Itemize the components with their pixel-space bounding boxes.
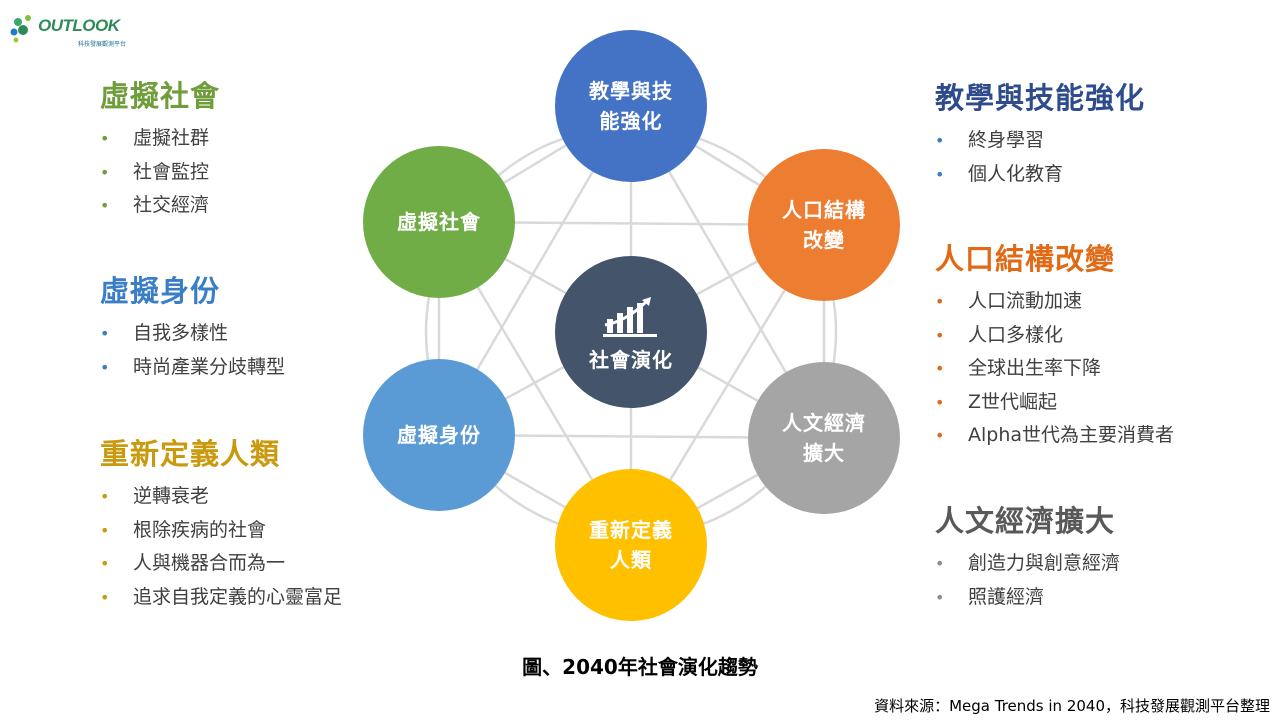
list-item: 照護經濟 bbox=[935, 581, 1120, 615]
section-title: 人文經濟擴大 bbox=[935, 504, 1116, 538]
list-item: 個人化教育 bbox=[935, 158, 1145, 192]
list-item: Alpha世代為主要消費者 bbox=[935, 419, 1174, 453]
list-item: 社會監控 bbox=[100, 156, 220, 190]
node-center-social-evolution: 社會演化 bbox=[555, 256, 707, 408]
list-item: 人口流動加速 bbox=[935, 285, 1174, 319]
section-virtual-identity: 虛擬身份 自我多樣性 時尚產業分歧轉型 bbox=[100, 273, 285, 384]
section-title: 重新定義人類 bbox=[100, 437, 281, 471]
node-humanities-economy: 人文經濟 擴大 bbox=[748, 362, 900, 514]
list-item: 社交經濟 bbox=[100, 189, 220, 223]
section-humanities-economy: 人文經濟擴大 創造力與創意經濟 照護經濟 bbox=[935, 503, 1120, 614]
section-redefine-human: 重新定義人類 逆轉衰老 根除疾病的社會 人與機器合而為一 追求自我定義的心靈富足 bbox=[100, 436, 342, 614]
bullet-list: 創造力與創意經濟 照護經濟 bbox=[935, 547, 1120, 614]
list-item: 人口多樣化 bbox=[935, 319, 1174, 353]
section-virtual-society: 虛擬社會 虛擬社群 社會監控 社交經濟 bbox=[100, 78, 220, 223]
list-item: 全球出生率下降 bbox=[935, 352, 1174, 386]
list-item: 時尚產業分歧轉型 bbox=[100, 351, 285, 385]
section-title: 虛擬身份 bbox=[100, 274, 221, 308]
section-title: 虛擬社會 bbox=[100, 79, 221, 113]
center-label: 社會演化 bbox=[589, 348, 673, 372]
list-item: 根除疾病的社會 bbox=[100, 514, 342, 548]
source-note: 資料來源：Mega Trends in 2040，科技發展觀測平台整理 bbox=[874, 697, 1270, 715]
figure-caption: 圖、2040年社會演化趨勢 bbox=[522, 655, 758, 679]
section-title: 教學與技能強化 bbox=[935, 81, 1146, 115]
list-item: 終身學習 bbox=[935, 124, 1145, 158]
list-item: 虛擬社群 bbox=[100, 122, 220, 156]
node-teaching-skills: 教學與技 能強化 bbox=[555, 30, 707, 182]
bullet-list: 人口流動加速 人口多樣化 全球出生率下降 Z世代崛起 Alpha世代為主要消費者 bbox=[935, 285, 1174, 453]
list-item: 人與機器合而為一 bbox=[100, 547, 342, 581]
node-redefine-human: 重新定義 人類 bbox=[555, 469, 707, 621]
growth-chart-icon bbox=[603, 297, 657, 337]
list-item: 自我多樣性 bbox=[100, 317, 285, 351]
bullet-list: 虛擬社群 社會監控 社交經濟 bbox=[100, 122, 220, 223]
logo-subtitle: 科技發展觀測平台 bbox=[78, 41, 127, 48]
outlook-logo: OUTLOOK 科技發展觀測平台 bbox=[8, 8, 128, 48]
section-teaching-skills: 教學與技能強化 終身學習 個人化教育 bbox=[935, 80, 1145, 191]
bullet-list: 終身學習 個人化教育 bbox=[935, 124, 1145, 191]
section-population-structure: 人口結構改變 人口流動加速 人口多樣化 全球出生率下降 Z世代崛起 Alpha世… bbox=[935, 241, 1174, 453]
bullet-list: 自我多樣性 時尚產業分歧轉型 bbox=[100, 317, 285, 384]
bullet-list: 逆轉衰老 根除疾病的社會 人與機器合而為一 追求自我定義的心靈富足 bbox=[100, 480, 342, 614]
list-item: 追求自我定義的心靈富足 bbox=[100, 581, 342, 615]
node-population-structure: 人口結構 改變 bbox=[748, 149, 900, 301]
list-item: Z世代崛起 bbox=[935, 386, 1174, 420]
node-virtual-identity: 虛擬身份 bbox=[363, 359, 515, 511]
logo-dots-icon bbox=[10, 15, 31, 43]
section-title: 人口結構改變 bbox=[935, 242, 1116, 276]
list-item: 逆轉衰老 bbox=[100, 480, 342, 514]
node-virtual-society: 虛擬社會 bbox=[363, 146, 515, 298]
list-item: 創造力與創意經濟 bbox=[935, 547, 1120, 581]
logo-wordmark: OUTLOOK bbox=[38, 16, 120, 35]
